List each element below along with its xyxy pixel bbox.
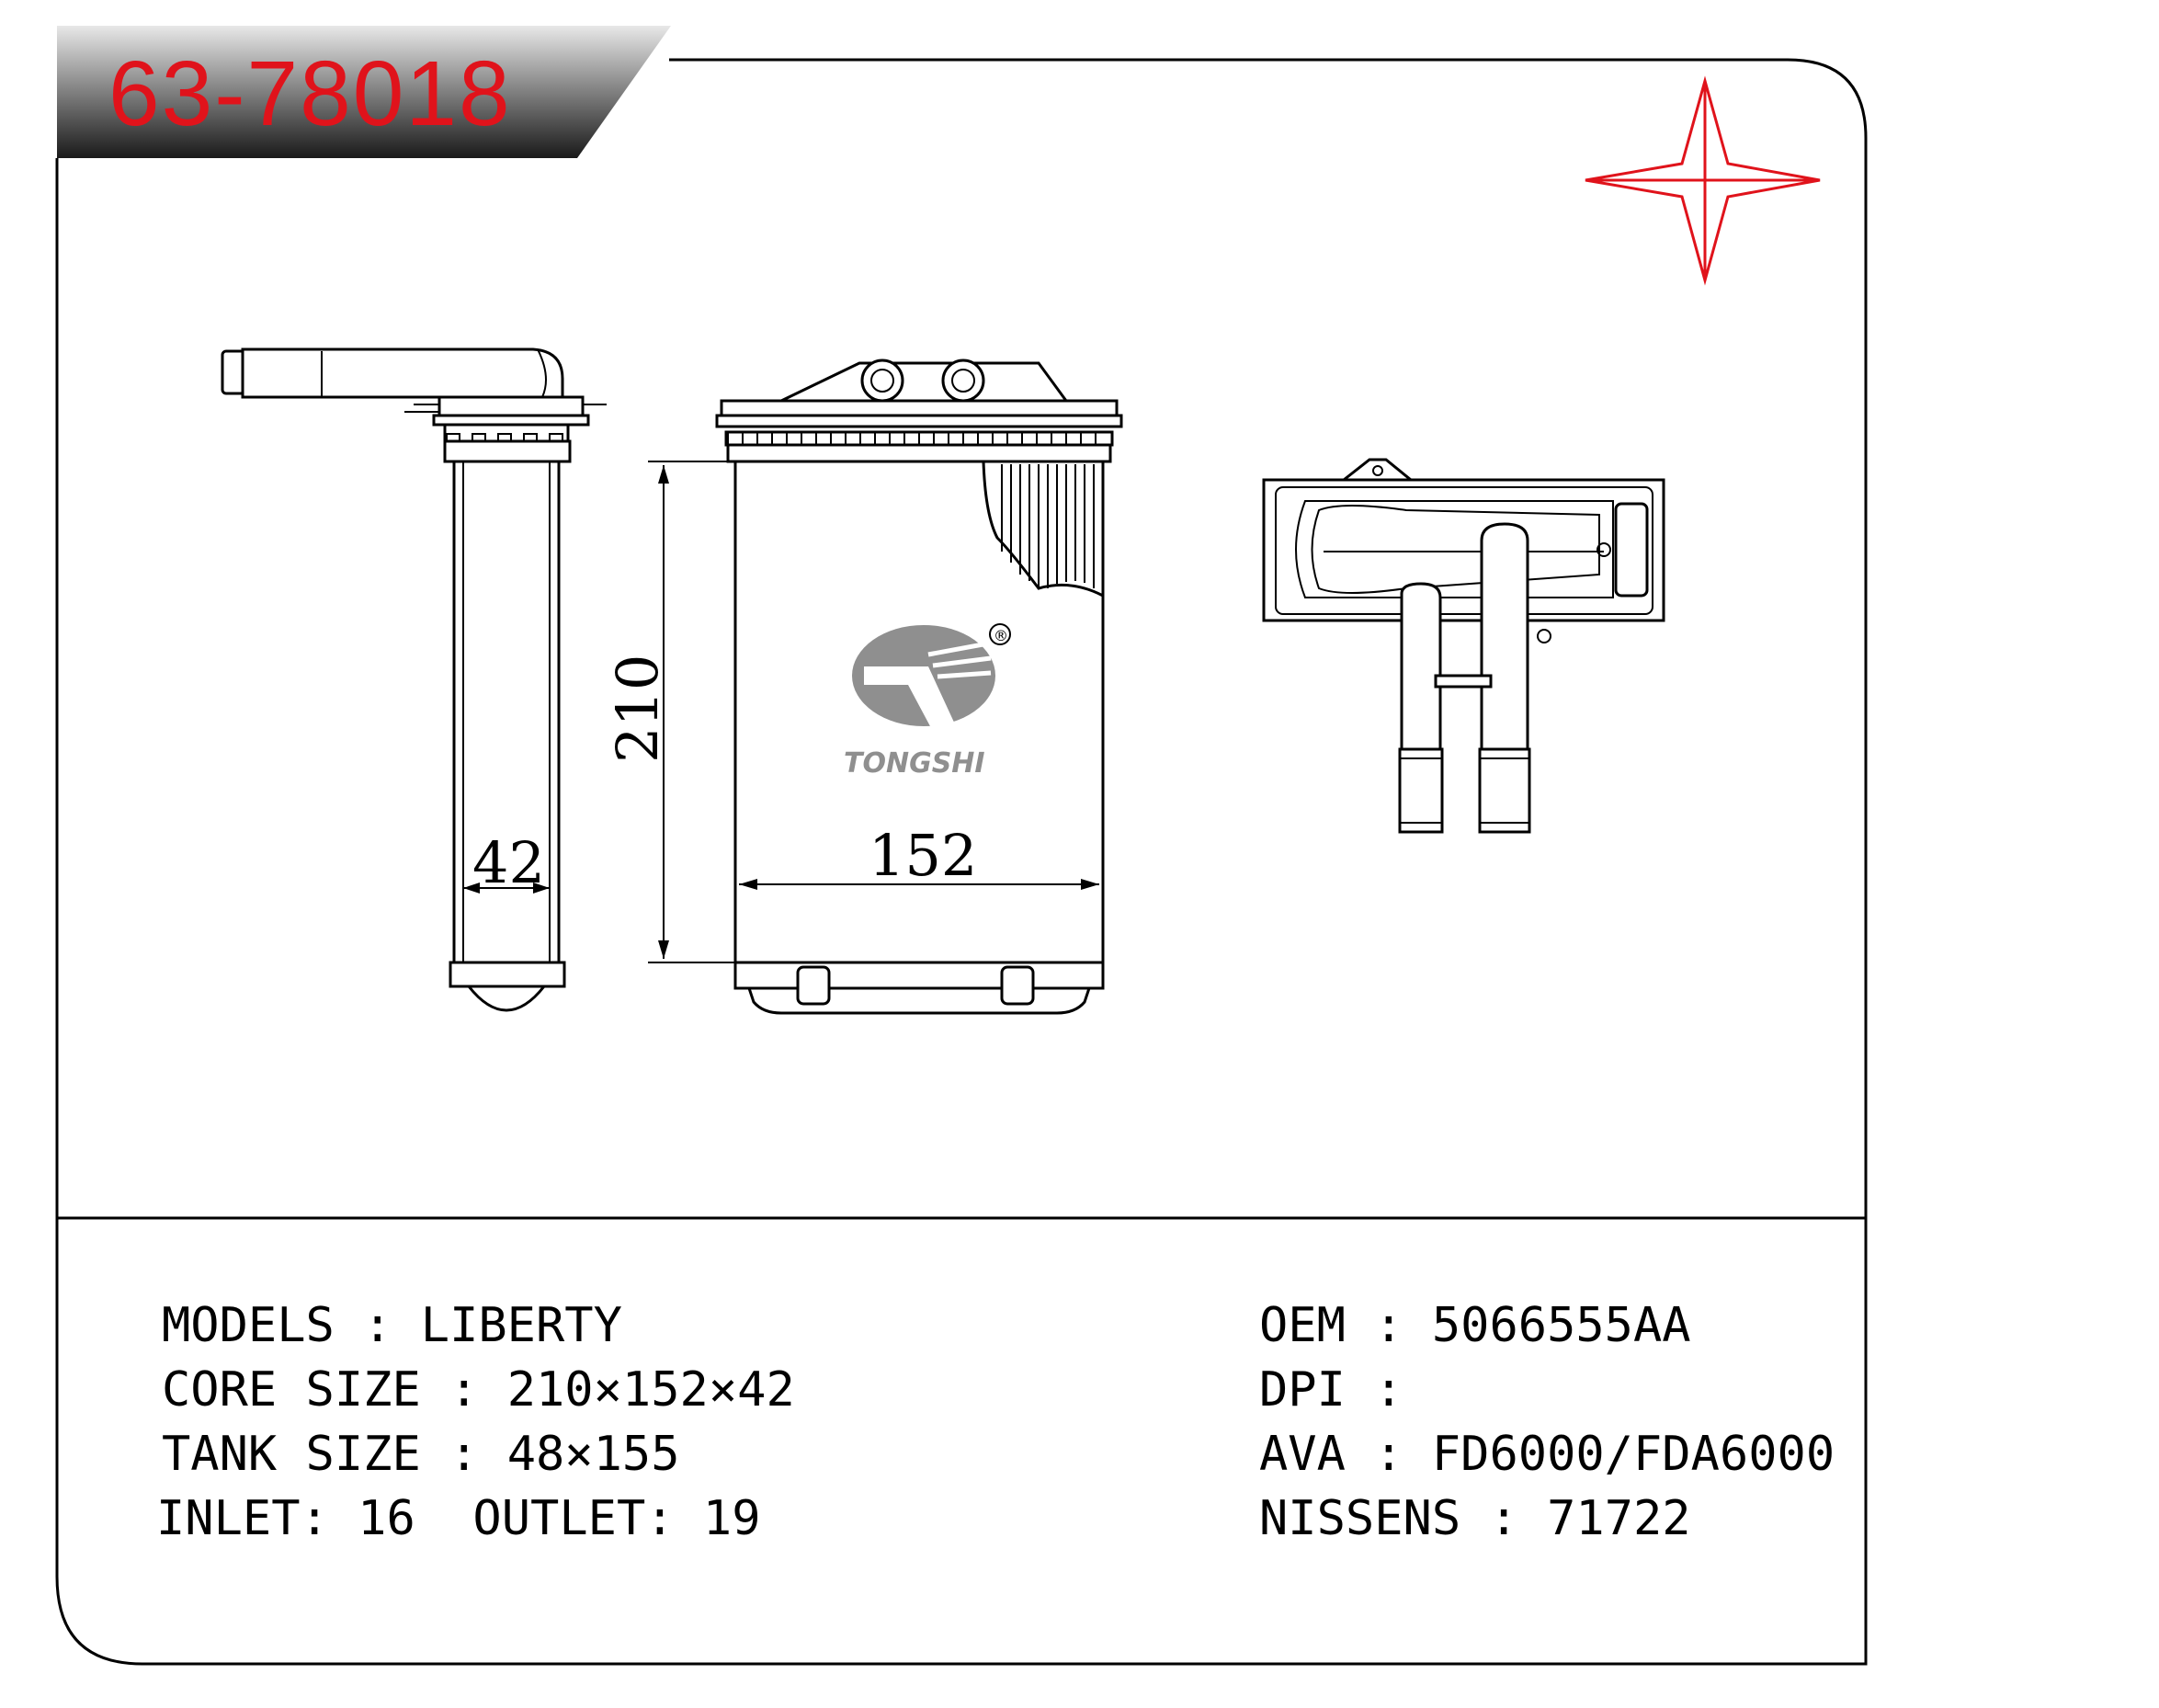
spec-separator: :	[1460, 1491, 1548, 1546]
spec-value: 5066555AA	[1431, 1298, 1691, 1353]
top-view	[1262, 458, 1665, 834]
compass-star-icon	[1585, 75, 1821, 286]
spec-separator: :	[420, 1362, 507, 1418]
spec-separator: :	[1345, 1298, 1432, 1353]
spec-value: 16	[358, 1491, 415, 1546]
spec-label: TANK SIZE	[162, 1427, 421, 1482]
dimension-width: 152	[869, 822, 977, 889]
spec-value: FD6000/FDA6000	[1431, 1427, 1835, 1482]
spec-nissens: NISSENS : 71722	[1259, 1495, 1691, 1543]
logo-registered-mark: ®	[994, 627, 1008, 644]
dimension-height: 210	[604, 655, 671, 763]
spec-label: INLET	[156, 1491, 301, 1546]
spec-separator: :	[645, 1491, 703, 1546]
tongshi-logo-icon	[852, 623, 1011, 726]
spec-value: 210×152×42	[506, 1362, 795, 1418]
spec-value: 71722	[1547, 1491, 1691, 1546]
spec-separator: :	[1345, 1362, 1432, 1418]
spec-label: MODELS	[162, 1298, 335, 1353]
spec-separator: :	[334, 1298, 421, 1353]
part-number: 63-78018	[108, 42, 512, 145]
spec-label: OUTLET	[472, 1491, 646, 1546]
logo-brand-text: TONGSHI	[844, 747, 985, 780]
spec-label: DPI	[1259, 1362, 1346, 1418]
spec-value: 19	[702, 1491, 761, 1546]
spec-dpi: DPI :	[1259, 1366, 1432, 1414]
spec-value: 48×155	[506, 1427, 680, 1482]
spec-tank-size: TANK SIZE : 48×155	[162, 1430, 680, 1478]
spec-separator: :	[420, 1427, 507, 1482]
dimension-depth: 42	[472, 829, 545, 896]
spec-label: CORE SIZE	[162, 1362, 421, 1418]
spec-models: MODELS : LIBERTY	[162, 1302, 622, 1349]
spec-oem: OEM : 5066555AA	[1259, 1302, 1691, 1349]
spec-separator: :	[300, 1491, 358, 1546]
spec-label: OEM	[1259, 1298, 1346, 1353]
spec-ava: AVA : FD6000/FDA6000	[1259, 1430, 1835, 1478]
spec-separator: :	[1345, 1427, 1432, 1482]
side-view	[221, 347, 607, 1012]
spec-value: LIBERTY	[420, 1298, 622, 1353]
spec-label: AVA	[1259, 1427, 1346, 1482]
spec-inlet-outlet: INLET: 16 OUTLET: 19	[156, 1495, 761, 1543]
header-tab	[57, 26, 671, 158]
spec-core-size: CORE SIZE : 210×152×42	[162, 1366, 795, 1414]
outer-frame	[55, 58, 1868, 1666]
spec-label: NISSENS	[1259, 1491, 1461, 1546]
